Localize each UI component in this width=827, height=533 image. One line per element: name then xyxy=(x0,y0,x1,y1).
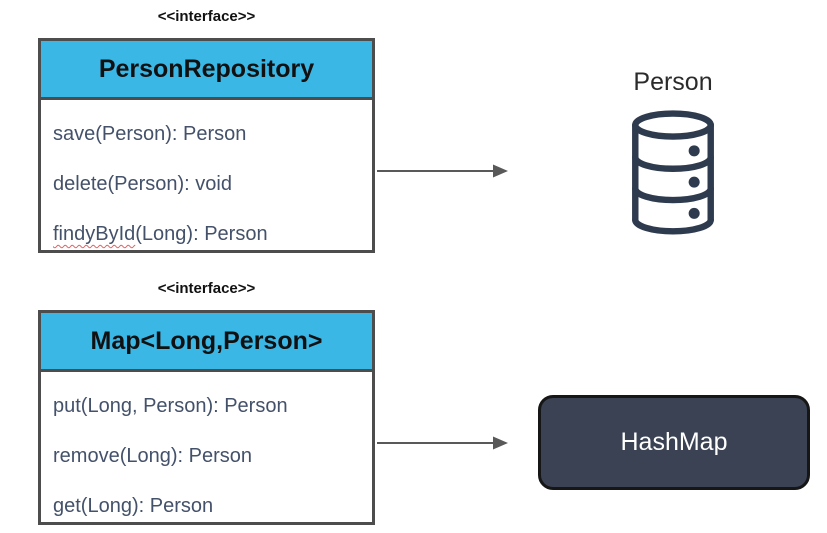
interface-methods-map: put(Long, Person): Person remove(Long): … xyxy=(41,372,372,531)
database-icon xyxy=(632,110,714,235)
hashmap-node[interactable]: HashMap xyxy=(538,395,810,490)
stereotype-label-personrepository: <<interface>> xyxy=(157,8,256,25)
misspelled-token: findyById xyxy=(53,223,136,245)
person-node[interactable]: Person xyxy=(587,68,759,240)
interface-title-map: Map<Long,Person> xyxy=(41,313,372,372)
method-item-rest: (Long): Person xyxy=(135,223,268,245)
hashmap-node-label: HashMap xyxy=(620,428,728,456)
stereotype-label-map: <<interface>> xyxy=(157,280,256,297)
arrowhead-icon xyxy=(493,164,508,178)
interface-node-personrepository[interactable]: PersonRepository save(Person): Person de… xyxy=(38,38,375,253)
arrow-map-to-hashmap[interactable] xyxy=(377,436,508,450)
method-item: findyById(Long): Person xyxy=(53,209,360,259)
interface-node-map[interactable]: Map<Long,Person> put(Long, Person): Pers… xyxy=(38,310,375,525)
method-item: remove(Long): Person xyxy=(53,445,252,467)
method-item: delete(Person): void xyxy=(53,173,232,195)
method-item: put(Long, Person): Person xyxy=(53,395,288,417)
interface-title-personrepository: PersonRepository xyxy=(41,41,372,100)
method-item: get(Long): Person xyxy=(53,495,214,517)
method-item: save(Person): Person xyxy=(53,123,247,145)
person-node-label: Person xyxy=(633,68,713,96)
arrow-personrepository-to-person[interactable] xyxy=(377,164,508,178)
interface-methods-personrepository: save(Person): Person delete(Person): voi… xyxy=(41,100,372,259)
arrowhead-icon xyxy=(493,436,508,450)
